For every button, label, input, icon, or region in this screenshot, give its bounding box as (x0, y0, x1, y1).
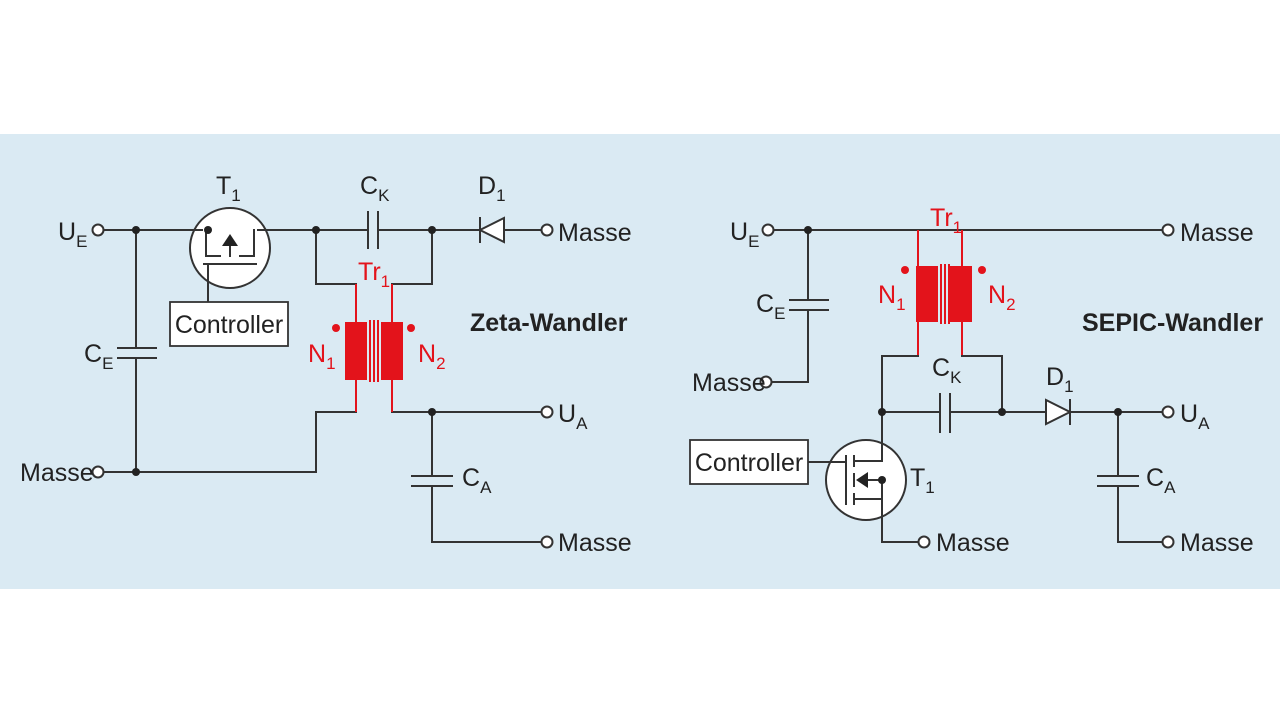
sepic-masse-top-label: Masse (1180, 219, 1254, 247)
zeta-title: Zeta-Wandler (470, 309, 628, 337)
zeta-circuit: Controller (20, 172, 632, 557)
zeta-transformer-tr1 (332, 284, 415, 412)
zeta-masse-in-label: Masse (20, 459, 94, 487)
sepic-n2-label: N2 (988, 281, 1016, 314)
sepic-masse-in-label: Masse (692, 369, 766, 397)
sepic-circuit: Controller (689, 204, 1263, 557)
zeta-ce-label: CE (84, 340, 113, 373)
zeta-t1-label: T1 (216, 172, 241, 205)
zeta-capacitor-ck (367, 211, 379, 249)
sepic-junctions (804, 226, 1122, 416)
zeta-transistor-t1 (189, 207, 271, 289)
zeta-wires (103, 229, 541, 543)
zeta-capacitor-ce (117, 347, 157, 359)
zeta-n2-label: N2 (418, 340, 446, 373)
sepic-ue-label: UE (730, 218, 759, 251)
zeta-controller-label: Controller (175, 311, 283, 339)
zeta-n1-label: N1 (308, 340, 336, 373)
sepic-transistor-t1 (825, 437, 907, 521)
sepic-ca-label: CA (1146, 464, 1176, 497)
sepic-ce-label: CE (756, 290, 785, 323)
sepic-capacitor-ce (789, 299, 829, 311)
sepic-masse-out-label: Masse (1180, 529, 1254, 557)
zeta-ue-label: UE (58, 218, 87, 251)
sepic-masse-t1-label: Masse (936, 529, 1010, 557)
zeta-d1-label: D1 (478, 172, 506, 205)
zeta-ck-label: CK (360, 172, 390, 205)
sepic-title: SEPIC-Wandler (1082, 309, 1263, 337)
zeta-junctions (132, 226, 436, 476)
zeta-capacitor-ca (411, 475, 453, 487)
zeta-diode-d1 (477, 216, 505, 244)
zeta-ca-label: CA (462, 464, 492, 497)
sepic-capacitor-ck (939, 393, 951, 433)
sepic-diode-d1 (1045, 398, 1073, 426)
sepic-ua-label: UA (1180, 400, 1210, 433)
sepic-controller-label: Controller (695, 449, 803, 477)
sepic-transformer-tr1 (901, 230, 986, 356)
zeta-masse-top-label: Masse (558, 219, 632, 247)
sepic-capacitor-ca (1097, 475, 1139, 487)
sepic-t1-label: T1 (910, 464, 935, 497)
sepic-ck-label: CK (932, 354, 962, 387)
sepic-n1-label: N1 (878, 281, 906, 314)
zeta-ua-label: UA (558, 400, 588, 433)
sepic-terminals (759, 223, 1175, 549)
zeta-controller: Controller (169, 301, 289, 347)
diagram-panel (0, 134, 1280, 589)
zeta-masse-out-label: Masse (558, 529, 632, 557)
sepic-d1-label: D1 (1046, 363, 1074, 396)
sepic-controller: Controller (689, 439, 809, 485)
zeta-tr1-label: Tr1 (358, 258, 390, 291)
sepic-tr1-label: Tr1 (930, 204, 962, 237)
zeta-terminals (91, 223, 554, 549)
